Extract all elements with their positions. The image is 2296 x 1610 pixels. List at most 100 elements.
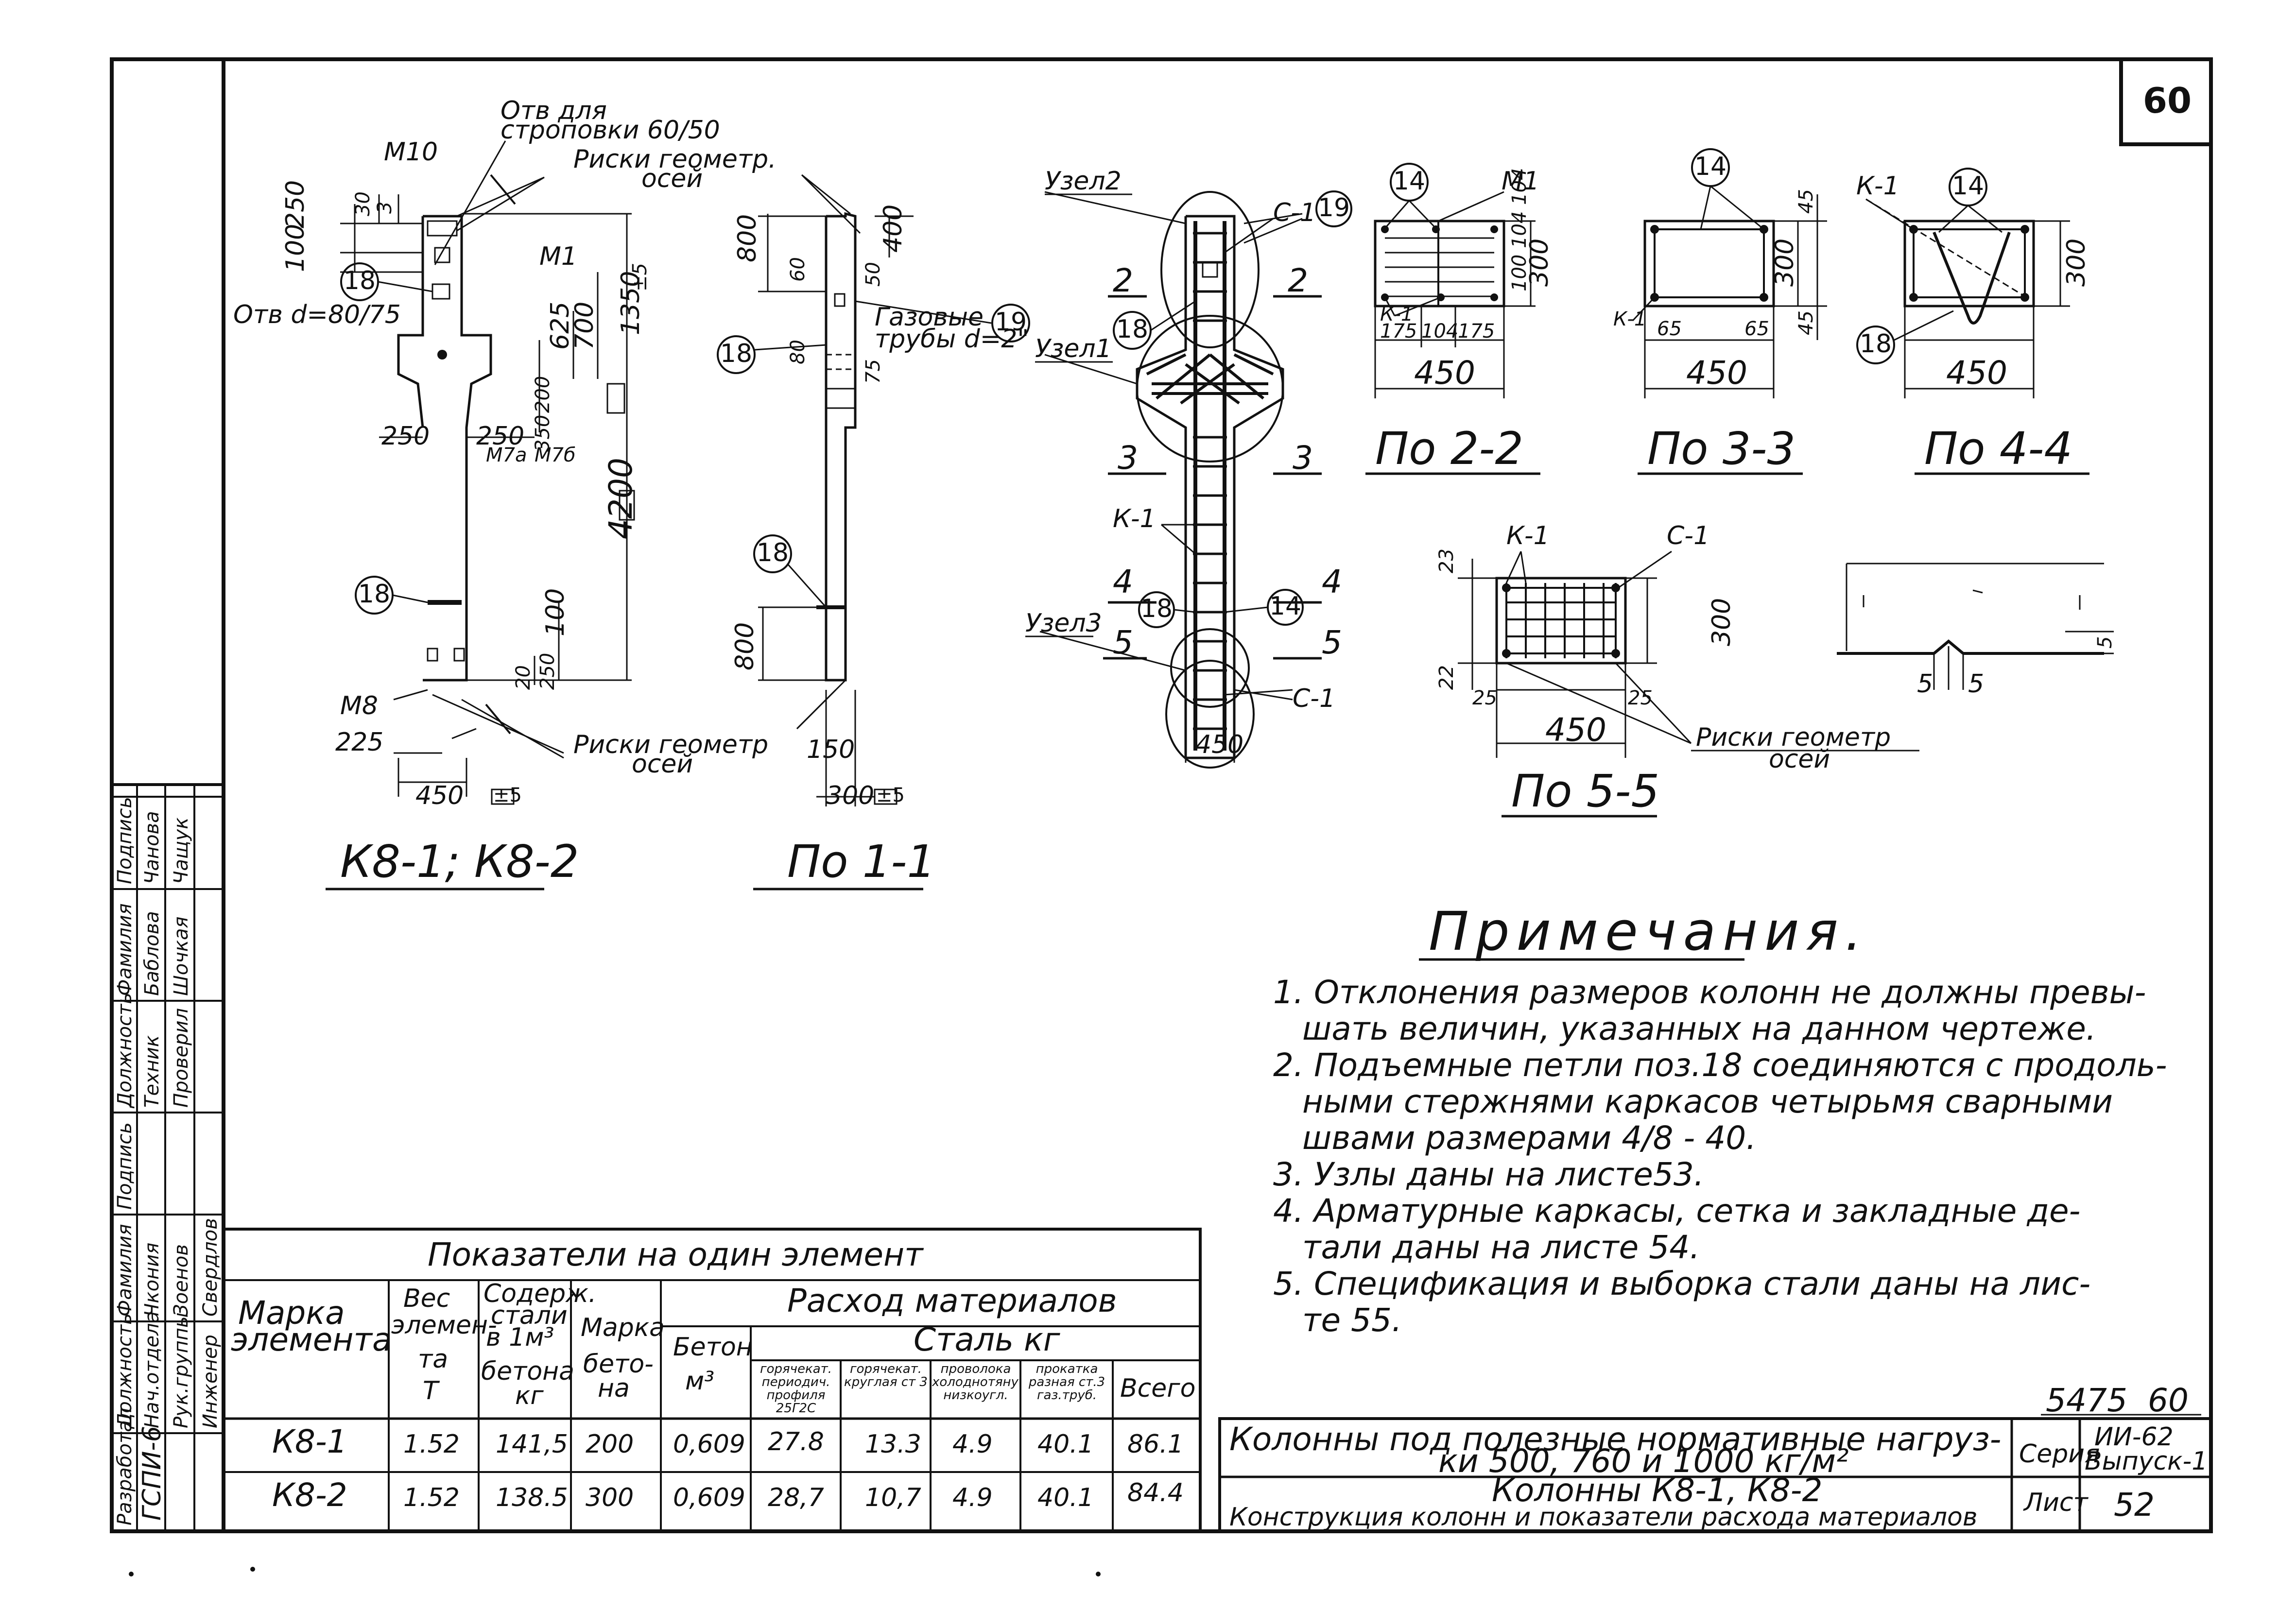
section-5-5	[1458, 550, 1692, 758]
dim-20: 20	[512, 665, 535, 690]
table-h-hot-round: горячекат. круглая ст 3	[844, 1363, 928, 1389]
label-m1-s22: М1	[1502, 167, 1539, 196]
cut-2-right: 2	[1288, 262, 1308, 299]
view-title-s33: По 3-3	[1647, 423, 1795, 475]
list-value: 52	[2114, 1486, 2155, 1524]
dim-450-s55: 450	[1545, 711, 1606, 749]
dim-700: 700	[570, 302, 599, 350]
table-h-concrete-2: м³	[685, 1367, 714, 1396]
table-h-concrete-1: Бетон	[673, 1333, 753, 1362]
dim-22: 22	[1435, 665, 1458, 690]
stamp-name-7: Шочкая	[170, 916, 192, 996]
stamp-header-role-2: Должность	[114, 993, 136, 1109]
dim-100-b: 100	[541, 588, 570, 636]
cell-weight: 1.52	[403, 1430, 460, 1459]
notes-title: Примечания.	[1429, 900, 1869, 962]
stamp-role-6: Техник	[141, 1035, 163, 1108]
pos-18-cage-top: 18	[1116, 315, 1148, 344]
dim-250-left: 250	[381, 422, 430, 451]
dim-45-top: 45	[1795, 189, 1817, 214]
view-title-s55: По 5-5	[1511, 765, 1659, 817]
stamp-name-2: Чкония	[141, 1243, 163, 1317]
label-m1-main: М1	[539, 242, 577, 271]
note-line-7: 4. Арматурные каркасы, сетка и закладные…	[1273, 1192, 2080, 1230]
table-h-cmark-2: бето-	[583, 1350, 654, 1379]
note-line-3: 2. Подъемные петли поз.18 соединяются с …	[1273, 1046, 2167, 1084]
label-node-1: Узел1	[1035, 334, 1112, 363]
dim-450-s44: 450	[1946, 354, 2007, 392]
label-risks-bottom-1: Риски геометр	[573, 730, 768, 759]
stamp-header-name: Фамилия	[114, 1224, 136, 1317]
table-caption: Показатели на один элемент	[428, 1236, 924, 1273]
title-line-1: Колонны под полезные нормативные нагруз-	[1229, 1421, 2001, 1458]
table-h-steel-kg: Сталь кг	[914, 1321, 1060, 1358]
note-line-1: 1. Отклонения размеров колонн не должны …	[1273, 974, 2146, 1011]
table-row: К8-2 1.52 138.5 300 0,609 28,7 10,7 4.9 …	[272, 1476, 1184, 1514]
dim-3: 3	[374, 202, 396, 214]
view-title-main: К8-1; К8-2	[340, 836, 579, 888]
cell-hot-round: 10,7	[865, 1483, 921, 1512]
cell-hot-periodic: 27.8	[768, 1427, 824, 1456]
view-title-s11: По 1-1	[787, 836, 935, 888]
dim-350: 350	[532, 415, 554, 452]
label-risks-1: Риски геометр.	[573, 145, 777, 174]
title-sheet-small: 60	[2148, 1382, 2189, 1419]
table-h-steel-2: стали	[491, 1301, 568, 1330]
dim-104-mid: 104	[1421, 320, 1458, 343]
stamp-header-role: Должность	[114, 1313, 136, 1429]
cut-3-right: 3	[1293, 439, 1313, 477]
table-h-consumption: Расход материалов	[787, 1282, 1117, 1319]
label-k1-cage: К-1	[1113, 504, 1156, 533]
sheet-number: 60	[2143, 80, 2192, 121]
cut-2-left: 2	[1113, 262, 1133, 299]
dim-300-s22: 300	[1525, 239, 1554, 287]
label-node-2: Узел2	[1045, 167, 1122, 196]
table-h-steel-5: кг	[515, 1381, 544, 1410]
stamp-name-3: Зоенов	[170, 1244, 192, 1317]
dim-5-groove-l: 5	[1917, 669, 1933, 699]
label-node-3: Узел3	[1025, 609, 1102, 638]
label-m10: М10	[384, 137, 438, 167]
stamp-role-2: Нач.отдела	[141, 1311, 163, 1428]
stamp-role-7: Проверил	[170, 1008, 192, 1108]
dim-100: 100	[281, 224, 310, 272]
label-k1-s33: К-1	[1613, 308, 1646, 330]
table-h-mark-1: Марка	[238, 1294, 345, 1332]
label-m7b: М7б	[535, 444, 576, 466]
dim-30: 30	[352, 191, 374, 216]
dim-250-right: 250	[476, 422, 524, 451]
dim-800-s11: 800	[733, 214, 762, 262]
cut-5-right: 5	[1322, 624, 1342, 661]
dim-4200: 4200	[602, 458, 639, 539]
dim-5-groove-r: 5	[1968, 669, 1984, 699]
stamp-role-0: Разработал	[114, 1408, 136, 1525]
column-elevation	[340, 140, 635, 805]
table-h-wire: проволока холоднотянутая низкоугл.	[932, 1363, 1019, 1403]
note-line-9: 5. Спецификация и выборка стали даны на …	[1273, 1265, 2090, 1302]
cell-wire: 4.9	[952, 1430, 993, 1459]
cell-mark: К8-1	[272, 1423, 347, 1460]
title-line-2: ки 500, 760 и 1000 кг/м²	[1438, 1442, 1848, 1480]
dim-300-s11: 300	[826, 781, 874, 810]
dim-e5-bottom: ±5	[493, 784, 522, 806]
label-hole-sling-2: строповки 60/50	[501, 116, 720, 145]
table-h-steel-1: Содерж.	[483, 1279, 596, 1308]
pos-18-top: 18	[344, 266, 376, 295]
dim-e5-s11: ±5	[876, 784, 905, 806]
dim-1350: 1350	[616, 271, 645, 335]
pos-18-s11-b: 18	[757, 538, 789, 567]
dim-300-s44: 300	[2062, 239, 2091, 287]
label-gas-pipes-1: Газовые	[875, 303, 984, 332]
dim-45-bottom: 45	[1795, 310, 1817, 335]
cell-mark: К8-2	[272, 1476, 347, 1514]
dim-100-104-s22: 100 104 104	[1508, 168, 1531, 291]
note-line-6: 3. Узлы даны на листе53.	[1273, 1156, 1704, 1193]
dim-450-s33: 450	[1686, 354, 1747, 392]
label-c1-bottom: С-1	[1293, 684, 1335, 713]
dim-175-right: 175	[1458, 320, 1495, 343]
label-m7a: М7а	[486, 444, 527, 466]
cut-4-right: 4	[1322, 563, 1342, 600]
cut-5-left: 5	[1113, 624, 1133, 661]
series-value-2: Выпуск-1	[2085, 1447, 2208, 1476]
